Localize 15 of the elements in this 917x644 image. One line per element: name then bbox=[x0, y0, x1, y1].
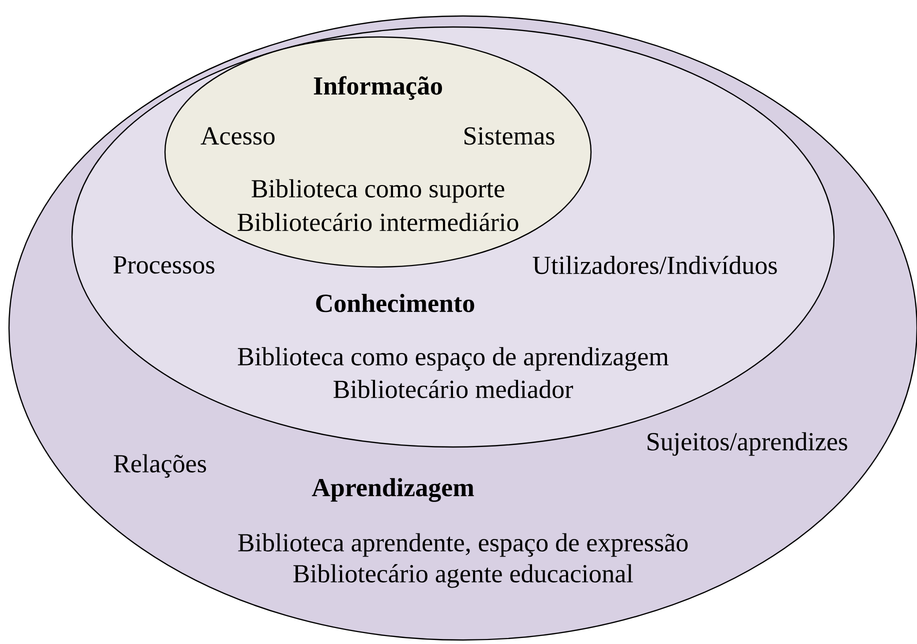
heading: Aprendizagem bbox=[312, 478, 474, 502]
keyword-label: Utilizadores/Indivíduos bbox=[532, 256, 777, 274]
keyword-label: Acesso bbox=[200, 127, 275, 145]
description-text: Bibliotecário mediador bbox=[334, 380, 574, 398]
heading: Conhecimento bbox=[316, 294, 474, 312]
description-text: Biblioteca aprendente, espaço de expressão bbox=[238, 533, 688, 557]
keyword-label: Relações bbox=[114, 454, 206, 478]
keyword-label: Sujeitos/aprendizes bbox=[648, 432, 848, 456]
description-text: Biblioteca como espaço de aprendizagem bbox=[238, 347, 669, 371]
description-text: Bibliotecário intermediário bbox=[238, 212, 518, 232]
description-text: Bibliotecário agente educacional bbox=[293, 564, 633, 588]
heading: Informação bbox=[314, 76, 442, 100]
description-text: Biblioteca como suporte bbox=[252, 179, 504, 203]
keyword-label: Processos bbox=[113, 256, 214, 274]
keyword-label: Sistemas bbox=[464, 127, 554, 145]
